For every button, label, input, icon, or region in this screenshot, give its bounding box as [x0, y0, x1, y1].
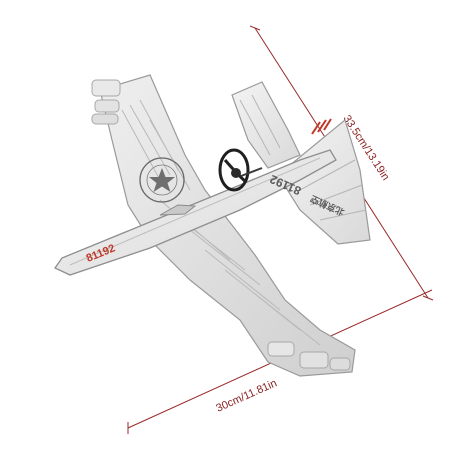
main-wing: [91, 74, 356, 377]
propeller-icon: [218, 148, 263, 192]
star-emblem-icon: [139, 157, 185, 203]
bottom-dimension-label: 30cm/11.81in: [214, 377, 278, 414]
diagonal-dimension-tick-top: [249, 25, 261, 31]
diagonal-dimension-tick-bottom: [422, 295, 434, 301]
fuselage: [54, 149, 337, 276]
tail-assembly: [231, 81, 371, 245]
